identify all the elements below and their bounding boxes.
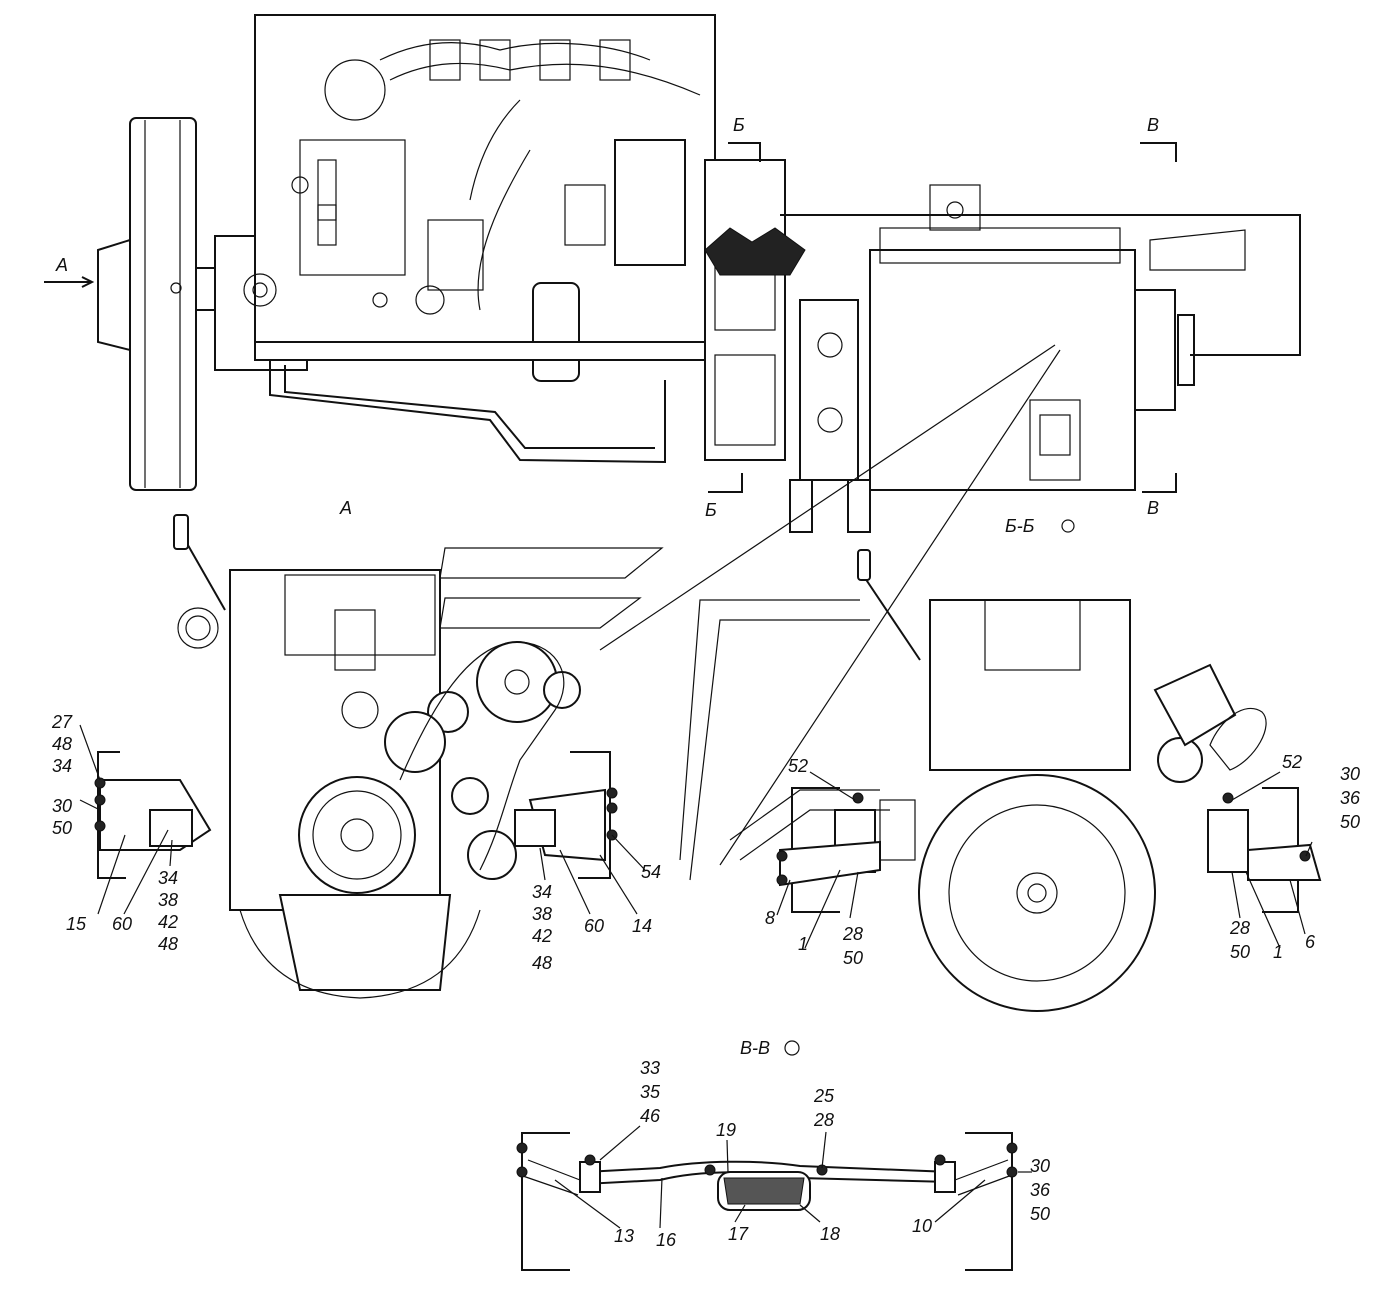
callout-30c: 30 — [1030, 1156, 1050, 1176]
left-mount-pad — [149, 809, 193, 847]
callout-14: 14 — [632, 916, 652, 936]
right-frame-bracket — [570, 751, 611, 879]
callout-28c: 28 — [813, 1110, 834, 1130]
section-v-top-label: В — [1147, 115, 1159, 135]
section-b-top-marker — [728, 142, 761, 162]
callout-13: 13 — [614, 1226, 634, 1246]
callout-34b: 34 — [158, 868, 178, 888]
callout-52-right: 52 — [1282, 752, 1302, 772]
section-v-bottom-marker — [1142, 473, 1177, 493]
callout-19: 19 — [716, 1120, 736, 1140]
callout-50e: 50 — [1030, 1204, 1050, 1224]
callout-1-left: 1 — [798, 934, 808, 954]
section-v-caption: В-В — [740, 1038, 770, 1058]
callout-15: 15 — [66, 914, 87, 934]
fuel-filter — [532, 282, 580, 382]
callout-46: 46 — [640, 1106, 661, 1126]
callout-25: 25 — [813, 1086, 835, 1106]
callout-35: 35 — [640, 1082, 661, 1102]
side-view-engine-gearbox — [44, 14, 1301, 533]
crank-pulley — [298, 776, 416, 894]
labels: А А Б Б Б-Б В В В-В 27 48 34 30 50 15 60… — [51, 115, 1361, 1250]
callout-38b: 38 — [532, 904, 552, 924]
callout-48b: 48 — [158, 934, 178, 954]
section-v-top-marker — [1140, 142, 1177, 162]
section-v-right-frame — [965, 1132, 1013, 1271]
frame-rail — [780, 214, 1301, 356]
callout-30: 30 — [52, 796, 72, 816]
callout-50d: 50 — [1230, 942, 1250, 962]
callout-6: 6 — [1305, 932, 1316, 952]
section-v-v-view — [516, 1125, 1032, 1271]
callout-60-right: 60 — [584, 916, 604, 936]
section-b-right-mount — [1207, 809, 1249, 873]
callout-33: 33 — [640, 1058, 660, 1078]
callout-50: 50 — [52, 818, 72, 838]
callout-28b: 28 — [1229, 918, 1250, 938]
callout-34c: 34 — [532, 882, 552, 902]
reference-leaders — [439, 344, 1061, 881]
callout-36: 36 — [1340, 788, 1361, 808]
front-bracket — [97, 238, 131, 352]
callout-52-left: 52 — [788, 756, 808, 776]
view-a-arrow-label: А — [55, 255, 68, 275]
section-b-bottom-marker — [708, 473, 743, 493]
callout-8: 8 — [765, 908, 775, 928]
callout-54: 54 — [641, 862, 661, 882]
callout-17: 17 — [728, 1224, 749, 1244]
callout-30b: 30 — [1340, 764, 1360, 784]
front-view-engine — [79, 514, 646, 999]
callout-48c: 48 — [532, 953, 552, 973]
callout-48: 48 — [52, 734, 72, 754]
callout-50b: 50 — [1340, 812, 1360, 832]
section-b-bottom-label: Б — [705, 500, 717, 520]
front-oil-sump — [278, 894, 452, 991]
view-a-caption: А — [339, 498, 352, 518]
callout-16: 16 — [656, 1230, 677, 1250]
callout-60-left: 60 — [112, 914, 132, 934]
oil-sump-line — [269, 360, 666, 464]
section-v-left-frame — [521, 1132, 570, 1271]
flywheel-housing — [918, 774, 1156, 1012]
callout-34: 34 — [52, 756, 72, 776]
callout-38: 38 — [158, 890, 178, 910]
section-v-bottom-label: В — [1147, 498, 1159, 518]
left-frame-bracket — [97, 751, 126, 879]
section-b-b-view — [776, 549, 1322, 1012]
callout-42: 42 — [158, 912, 178, 932]
callout-50c: 50 — [843, 948, 863, 968]
gearbox-output-flange — [1134, 289, 1176, 411]
section-b-caption: Б-Б — [1005, 516, 1035, 536]
gearbox — [869, 249, 1136, 491]
callout-18: 18 — [820, 1224, 840, 1244]
callout-42b: 42 — [532, 926, 552, 946]
clutch-housing — [704, 159, 786, 461]
callout-10: 10 — [912, 1216, 932, 1236]
right-mount-pad — [514, 809, 556, 847]
section-b-engine-body — [929, 599, 1131, 771]
radiator-fan — [129, 117, 197, 491]
callout-36b: 36 — [1030, 1180, 1051, 1200]
fuel-pump — [614, 139, 686, 266]
callout-1-right: 1 — [1273, 942, 1283, 962]
callout-27: 27 — [51, 712, 73, 732]
rear-mount-bracket — [799, 299, 859, 481]
section-b-top-label: Б — [733, 115, 745, 135]
callout-28: 28 — [842, 924, 863, 944]
